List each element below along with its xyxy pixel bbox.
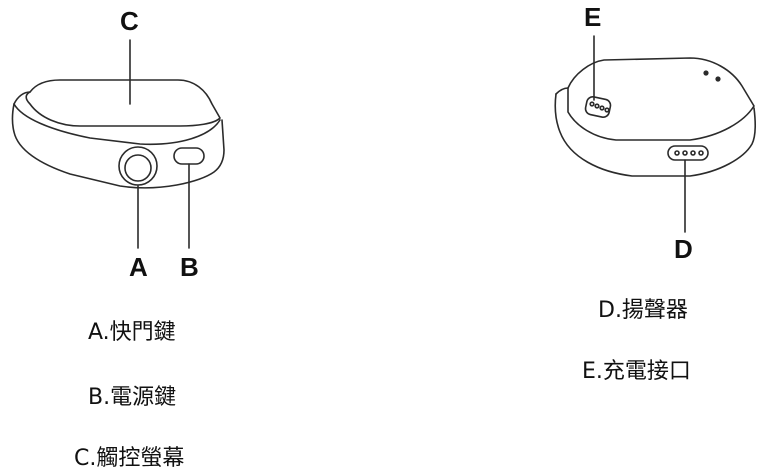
callout-c: C [120,6,139,36]
charging-port [584,96,612,118]
indicator-dot [715,76,721,82]
indicator-dot [703,70,709,76]
caption-shutter-button: A.快門鍵 [88,320,176,345]
callout-a: A [129,252,148,282]
shutter-button-ring [118,146,158,186]
callout-d: D [674,234,693,264]
power-button [173,147,205,165]
caption-touch-screen: C.觸控螢幕 [74,446,185,471]
callout-e: E [584,2,602,32]
left-device-edge [13,91,221,146]
callout-b: B [180,252,199,282]
right-device [554,35,757,233]
caption-speaker: D.揚聲器 [598,298,688,323]
right-device-top-face [567,57,755,141]
left-device-body [11,103,225,189]
shutter-button [124,154,152,182]
speaker-grille [667,145,709,161]
caption-power-button: B.電源鍵 [88,385,177,410]
touch-screen-top-face [25,79,221,127]
right-device-edge [555,87,569,95]
caption-charging-port: E.充電接口 [582,359,691,384]
right-device-body [554,93,757,177]
left-device [11,39,225,249]
